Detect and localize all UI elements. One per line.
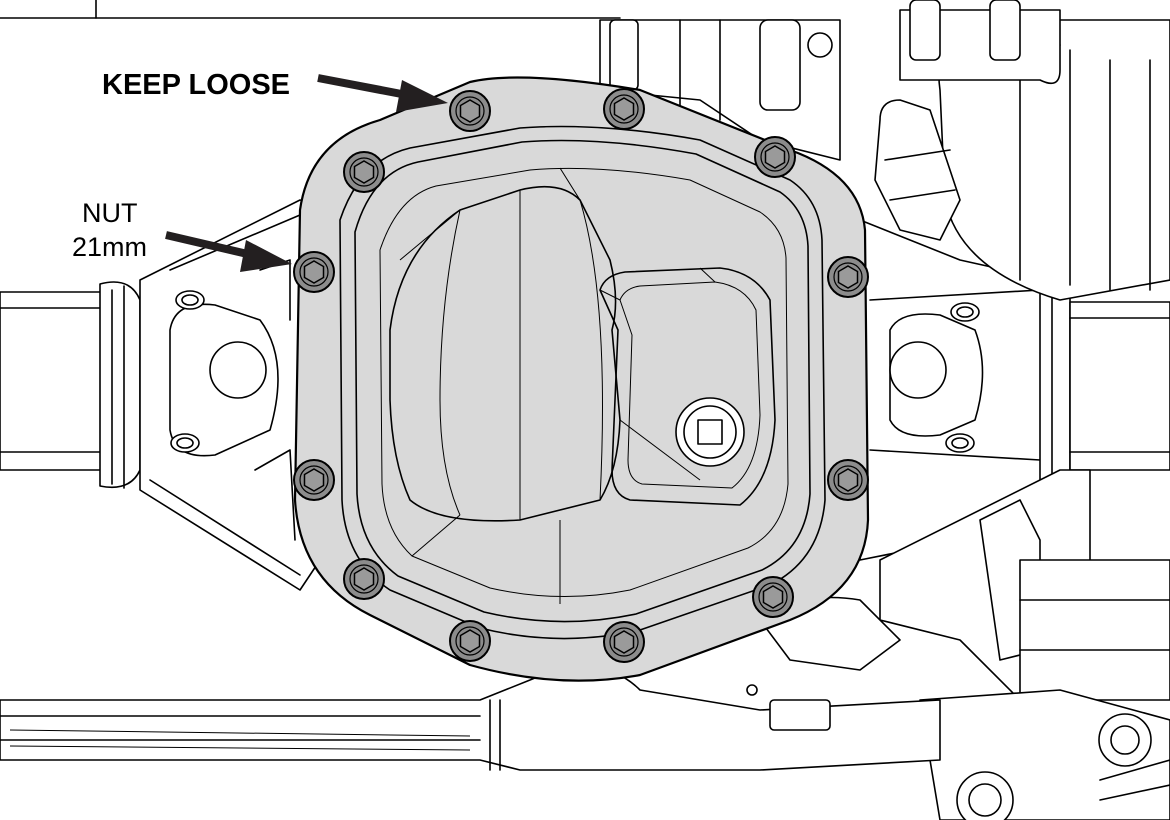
hex-bolt-icon <box>827 256 869 298</box>
hex-bolt-icon <box>827 459 869 501</box>
left-housing-casting <box>139 199 331 591</box>
hex-bolt-icon <box>752 576 794 618</box>
left-axle-tube <box>0 281 141 489</box>
hex-bolt-icon <box>343 558 385 600</box>
nut-21mm-callout: NUT 21mm <box>72 198 292 272</box>
hex-bolt-icon <box>293 251 335 293</box>
differential-cover <box>293 76 870 682</box>
right-housing-casting <box>859 219 1061 561</box>
callout-arrow <box>317 74 448 112</box>
hex-bolt-icon <box>603 88 645 130</box>
right-axle-tube <box>1039 279 1170 491</box>
frame-rail-top <box>0 0 621 19</box>
hex-bolt-icon <box>754 136 796 178</box>
lower-right-suspension <box>879 469 1170 820</box>
nut-label: NUT <box>82 198 138 228</box>
hex-bolt-icon <box>343 151 385 193</box>
keep-loose-callout: KEEP LOOSE <box>102 69 448 112</box>
hex-bolt-icon <box>449 90 491 132</box>
cover-bolts <box>293 88 869 663</box>
hex-bolt-icon <box>449 620 491 662</box>
upper-right-components <box>599 0 1170 301</box>
hex-bolt-icon <box>603 621 645 663</box>
nut-size-label: 21mm <box>72 232 147 262</box>
callout-arrow <box>165 231 292 272</box>
hex-bolt-icon <box>293 459 335 501</box>
keep-loose-label: KEEP LOOSE <box>102 69 290 101</box>
fill-plug <box>675 397 745 467</box>
